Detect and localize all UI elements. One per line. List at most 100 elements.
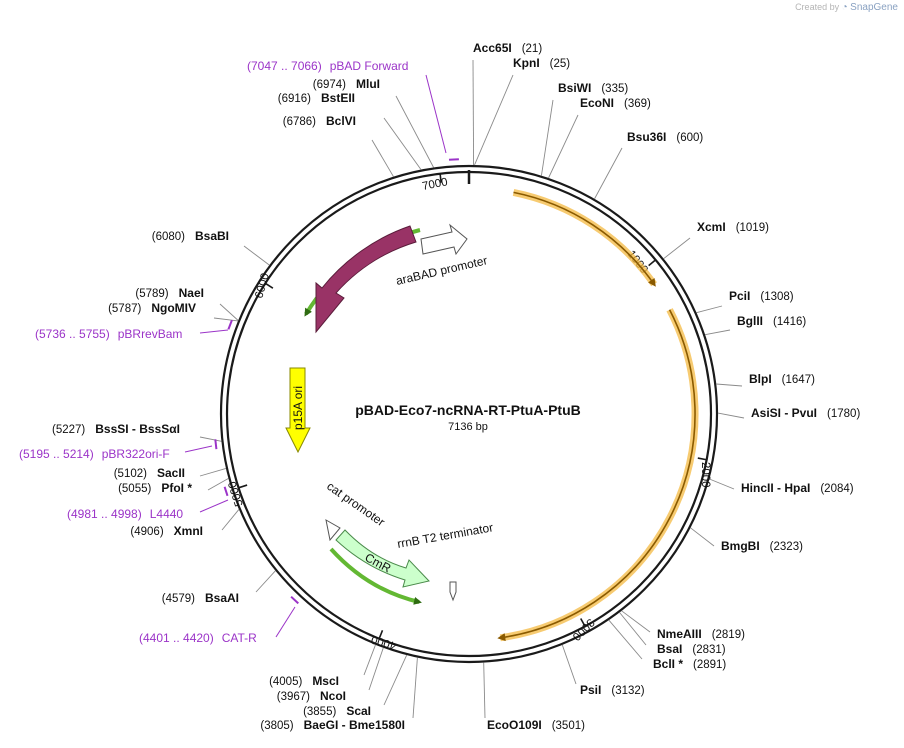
site-label: PsiI(3132) (580, 683, 645, 697)
watermark-brand: SnapGene (850, 2, 898, 13)
site-leader-line (199, 467, 227, 477)
site-label: (5787)NgoMIV (108, 301, 196, 315)
cmr-orf-arc (329, 547, 422, 605)
site-label: (6916)BstEII (278, 91, 355, 105)
site-position: (3967) (277, 691, 310, 703)
site-label: KpnI(25) (513, 56, 570, 70)
primer-range: (4981 .. 4998) (67, 507, 142, 521)
site-position: (6974) (313, 79, 346, 91)
site-position: (25) (550, 58, 571, 70)
primer-leader-line (199, 329, 229, 334)
watermark-prefix: Created by (795, 2, 840, 12)
site-leader-line (221, 509, 240, 531)
site-position: (4005) (269, 676, 302, 688)
primer-name: CAT-R (222, 631, 257, 645)
restriction-site: BsiWI(335) (540, 81, 628, 176)
site-name: BglII (737, 314, 763, 328)
primer-binding-mark (448, 158, 459, 161)
tick-label: 2000 (699, 462, 711, 488)
site-name: PciI (729, 289, 750, 303)
site-label: EcoNI(369) (580, 96, 651, 110)
site-leader-line (383, 117, 422, 170)
site-label: BsaI (2831) (657, 642, 726, 656)
site-position: (3805) (260, 720, 293, 732)
site-label: BclI *(2891) (653, 657, 726, 671)
tick-label: 5000 (227, 480, 246, 508)
site-position: (2819) (712, 629, 745, 641)
site-label: NmeAIII (2819) (657, 627, 745, 641)
primer-range: (7047 .. 7066) (247, 59, 322, 73)
plasmid-name: pBAD-Eco7-ncRNA-RT-PtuA-PtuB (355, 402, 581, 418)
site-position: (2831) (692, 644, 725, 656)
primer-name: pBRrevBam (118, 327, 183, 341)
primer-leader-line (425, 74, 447, 154)
site-position: (2084) (820, 483, 853, 495)
restriction-site: BclI *(2891) (608, 619, 726, 671)
rrnb-t2-terminator-label: rrnB T2 terminator (396, 520, 494, 551)
site-label: (4579)BsaAI (162, 591, 239, 605)
orf-arc-2 (499, 308, 699, 642)
site-leader-line (608, 619, 643, 660)
site-leader-line (363, 644, 376, 676)
site-leader-line (483, 662, 486, 719)
site-name: XcmI (697, 220, 726, 234)
restriction-site: (3967)NcoI (277, 647, 384, 703)
tick-mark (264, 282, 274, 289)
site-leader-line (663, 237, 691, 260)
site-name: BclVI (326, 114, 356, 128)
site-label: BlpI(1647) (749, 372, 815, 386)
cat-promoter-arrow (325, 519, 341, 542)
orf-arcs (497, 188, 699, 642)
site-leader-line (368, 647, 384, 691)
tick-mark (648, 259, 657, 267)
cat-promoter-label: cat promoter (324, 479, 387, 529)
restriction-site: BsaI (2831) (619, 612, 726, 656)
restriction-site: AsiSI - PvuI(1780) (717, 406, 860, 420)
site-name: PfoI * (161, 481, 192, 495)
site-name: ScaI (346, 704, 371, 718)
site-name: AsiSI - PvuI (751, 406, 817, 420)
restriction-site: Acc65I(21) (472, 41, 542, 166)
site-leader-line (199, 436, 222, 442)
site-label: (6974)MluI (313, 77, 380, 91)
primer-binding-mark (290, 595, 299, 605)
site-name: PsiI (580, 683, 601, 697)
site-label: (4005) MscI (269, 674, 339, 688)
site-leader-line (704, 329, 731, 336)
site-label: (5789)NaeI (135, 286, 204, 300)
site-name: MscI (312, 674, 339, 688)
site-label: (4906)XmnI (130, 524, 203, 538)
restriction-site: (6916)BstEII (278, 91, 422, 170)
site-position: (6916) (278, 93, 311, 105)
tick-mark (238, 484, 248, 489)
tick-mark (378, 630, 384, 640)
feature-cat-promoter: cat promoter (324, 479, 387, 542)
site-position: (1019) (736, 222, 769, 234)
primer-range: (4401 .. 4420) (139, 631, 214, 645)
site-leader-line (621, 610, 651, 633)
site-name: BsaI (657, 642, 682, 656)
arabad-promoter-arrow (420, 223, 468, 256)
site-name: NmeAIII (657, 627, 702, 641)
site-label: BsiWI(335) (558, 81, 628, 95)
primers: (7047 .. 7066)pBAD Forward(5736 .. 5755)… (19, 59, 459, 645)
site-name: BclI * (653, 657, 683, 671)
tick-mark (580, 618, 586, 627)
site-leader-line (690, 527, 715, 547)
restriction-site: (3855)ScaI (303, 654, 408, 718)
site-name: SacII (157, 466, 185, 480)
site-position: (1647) (782, 374, 815, 386)
primer-range: (5195 .. 5214) (19, 447, 94, 461)
primer-leader-line (184, 445, 213, 453)
primer-leader-line (275, 606, 296, 638)
site-label: PciI(1308) (729, 289, 794, 303)
site-position: (5227) (52, 424, 85, 436)
site-label: (3805)BaeGI - Bme1580I (260, 718, 405, 732)
tick-label: 7000 (421, 176, 448, 193)
site-leader-line (474, 74, 514, 166)
site-name: EcoO109I (487, 718, 542, 732)
restriction-site: KpnI(25) (474, 56, 570, 166)
site-leader-line (548, 114, 579, 179)
site-label: XcmI (1019) (697, 220, 769, 234)
primer-label: (5195 .. 5214)pBR322ori-F (19, 447, 170, 461)
